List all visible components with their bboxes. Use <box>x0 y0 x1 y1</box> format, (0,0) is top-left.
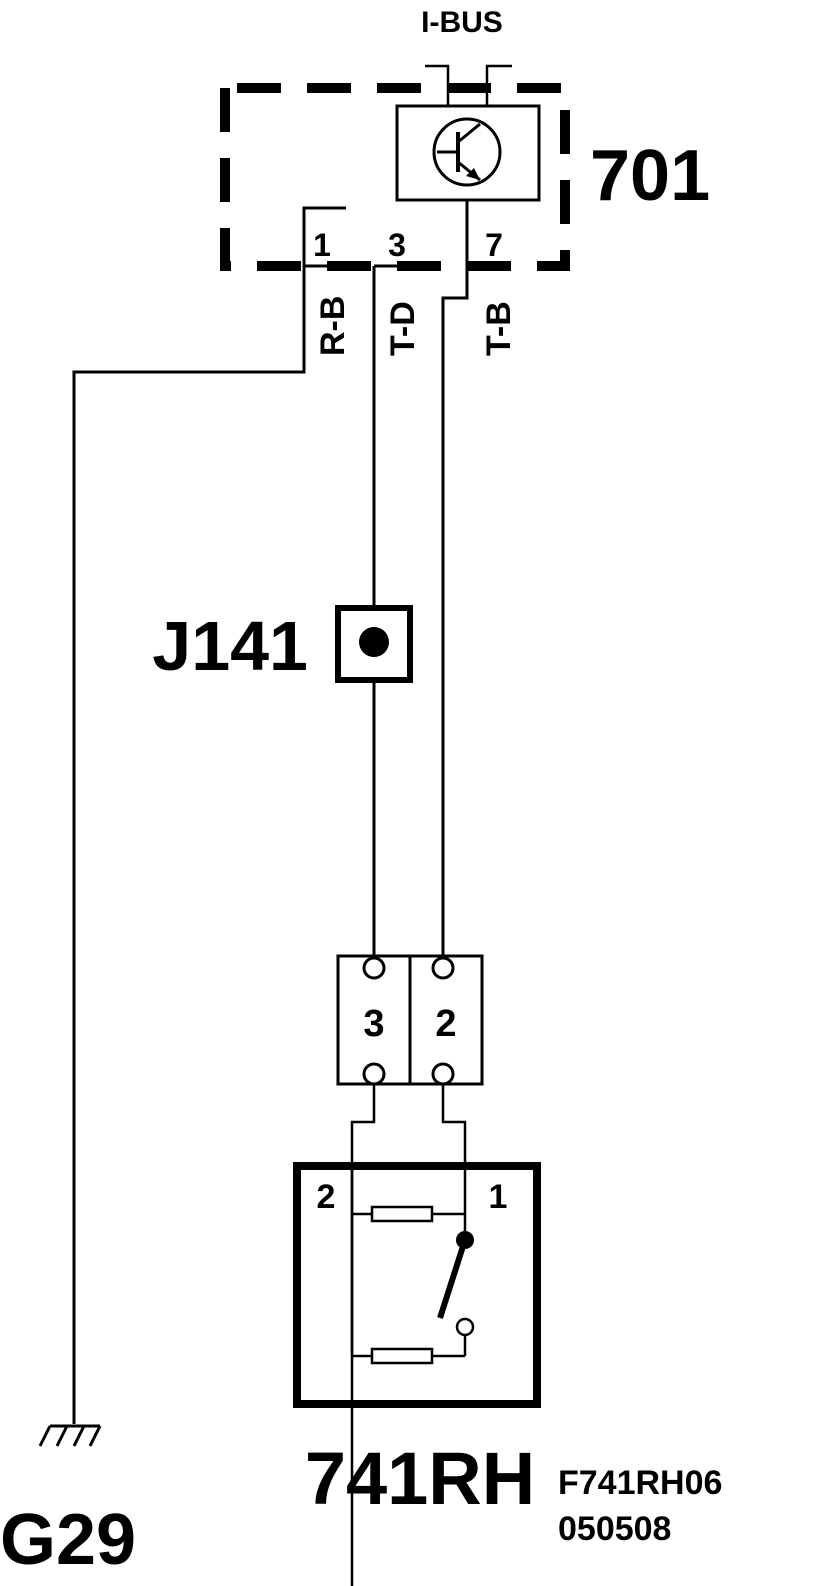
connector-pin-2-label: 2 <box>435 1003 456 1045</box>
switch-pin-1-label: 1 <box>489 1178 508 1216</box>
module-id-label: 701 <box>590 136 710 216</box>
inline-connector <box>336 954 484 1086</box>
wire-label-r-b: R-B <box>314 296 352 356</box>
module-pin-7-label: 7 <box>485 227 503 263</box>
ground-icon <box>38 1424 102 1447</box>
wire-t-d <box>372 264 418 958</box>
module-701-housing <box>220 83 570 271</box>
connector-to-switch-wires <box>350 1084 467 1166</box>
wire-r-b <box>72 206 346 1424</box>
transistor-symbol <box>395 104 541 202</box>
drawing-code-line-1: F741RH06 <box>558 1464 722 1502</box>
wire-t-b <box>441 200 469 958</box>
switch-id-label: 741RH <box>305 1437 535 1520</box>
connector-pin-3-label: 3 <box>363 1003 384 1045</box>
switch-741rh <box>293 1162 541 1586</box>
ground-id-label: G29 <box>0 1500 136 1580</box>
wire-label-t-b: T-B <box>480 301 518 356</box>
junction-label: J141 <box>152 607 308 685</box>
wire-label-t-d: T-D <box>384 301 422 356</box>
module-pin-3-label: 3 <box>388 227 406 263</box>
switch-pin-2-label: 2 <box>317 1178 336 1216</box>
junction-j141 <box>335 605 413 683</box>
module-pin-1-label: 1 <box>313 227 331 263</box>
bus-label: I-BUS <box>421 6 503 39</box>
drawing-code-line-2: 050508 <box>558 1510 671 1548</box>
